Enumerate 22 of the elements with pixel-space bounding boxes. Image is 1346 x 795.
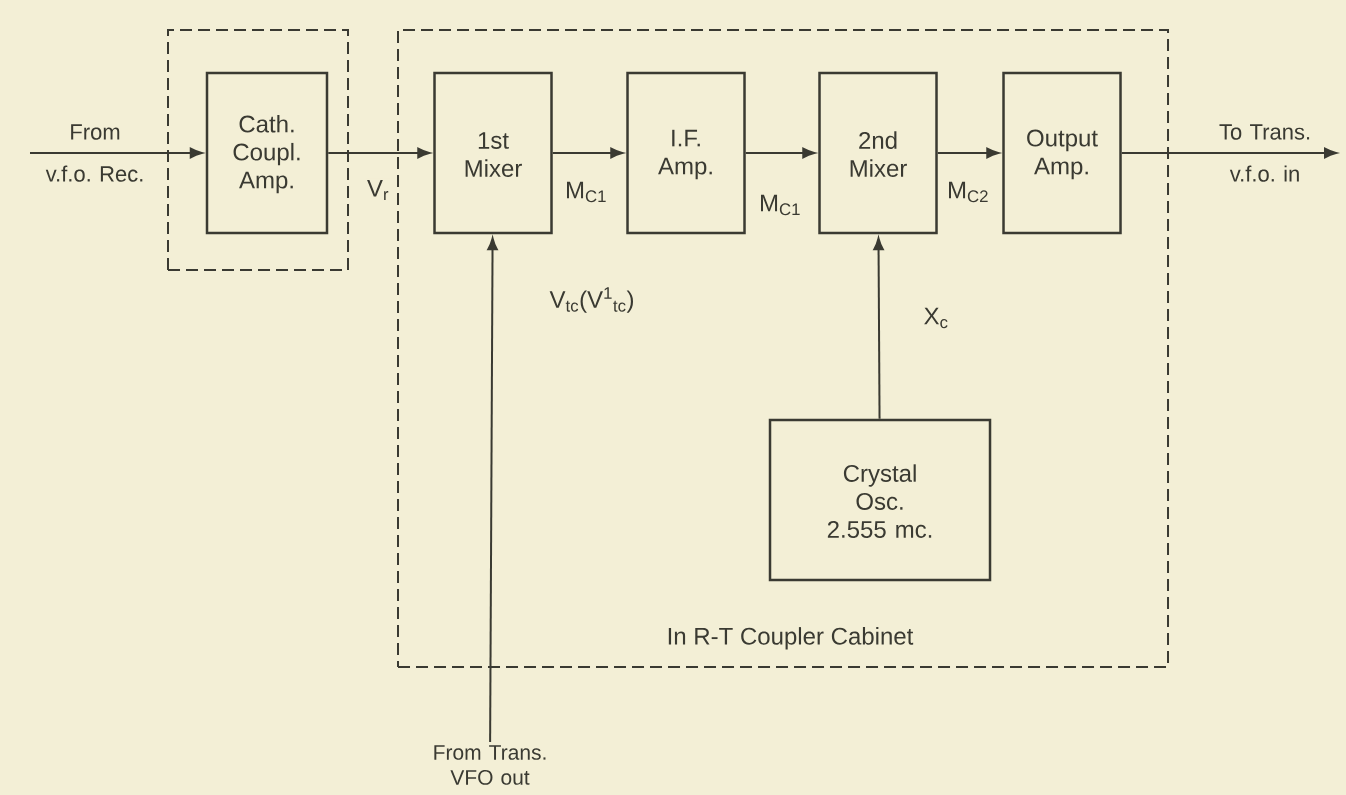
block-box: I.F. Amp.: [626, 71, 746, 235]
edge-label: From v.f.o. Rec.: [45, 124, 143, 182]
boundary-heading: In R-T Coupler Cabinet: [668, 627, 914, 650]
arrow: [327, 147, 431, 159]
source-text: From Trans. VFO out: [434, 745, 546, 785]
block-box: 1st Mixer: [433, 71, 553, 235]
arrow: [551, 147, 624, 159]
edge-label: M$_{C2}$: [946, 180, 990, 204]
edge-label: To Trans. v.f.o. in: [1219, 124, 1310, 182]
dashed-boundary: [167, 29, 349, 271]
block-box: Output Amp.: [1002, 71, 1122, 235]
arrow: [487, 237, 498, 743]
arrow: [29, 147, 203, 159]
block-box: Crystal Osc. 2.555 mc.: [768, 418, 992, 582]
block-box: Cath. Coupl. Amp.: [205, 71, 329, 235]
arrow: [936, 147, 1000, 159]
edge-label: V$_{tc}$(V$^{1}$$_{tc}$): [548, 286, 636, 314]
edge-label: M$_{C1}$: [564, 180, 608, 204]
edge-label: M$_{C1}$: [758, 193, 802, 217]
arrow: [744, 147, 816, 159]
block-box: 2nd Mixer: [818, 71, 938, 235]
arrow: [1120, 147, 1337, 159]
